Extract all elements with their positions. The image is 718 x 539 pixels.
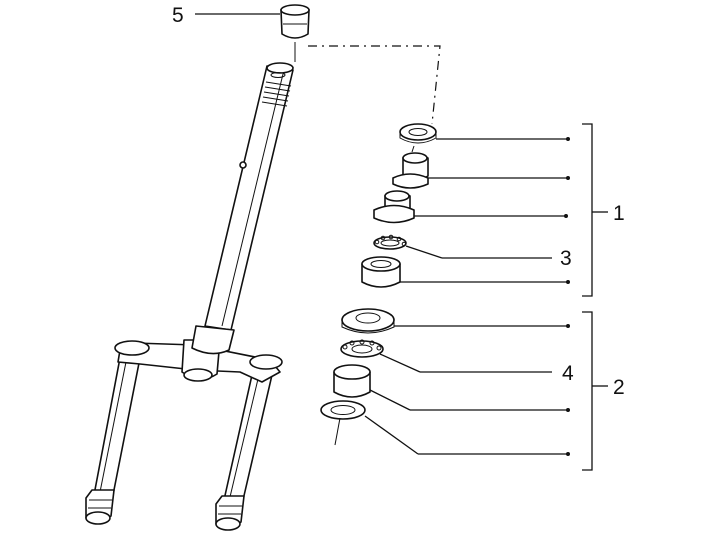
ball-race-part-3 [373, 234, 407, 250]
leader-dots [564, 137, 570, 456]
dust-seal [320, 400, 366, 446]
stem-thread [261, 81, 292, 107]
fork-assembly [85, 62, 294, 531]
adjusting-nut [392, 152, 429, 189]
bearing-stack [320, 123, 437, 446]
lower-cone [333, 364, 371, 398]
group-bracket-2 [582, 311, 608, 471]
callout-2: 2 [613, 376, 625, 399]
top-nut-part-5 [280, 4, 310, 62]
right-fork-leg [215, 374, 273, 531]
bearing-cone [361, 256, 401, 288]
callout-3: 3 [560, 247, 572, 270]
lower-bearing-cup [341, 308, 395, 334]
callout-5: 5 [172, 4, 184, 27]
upper-bearing-cup [373, 190, 415, 224]
leader-lines [195, 13, 568, 455]
lock-ring [399, 123, 437, 144]
assembly-axis-line [308, 45, 441, 125]
callout-1: 1 [613, 202, 625, 225]
fork-crown [114, 339, 283, 383]
group-bracket-1 [582, 123, 608, 297]
steering-stem [191, 62, 294, 355]
ball-race-part-4 [340, 339, 384, 358]
callout-4: 4 [562, 362, 574, 385]
left-fork-leg [85, 357, 141, 525]
